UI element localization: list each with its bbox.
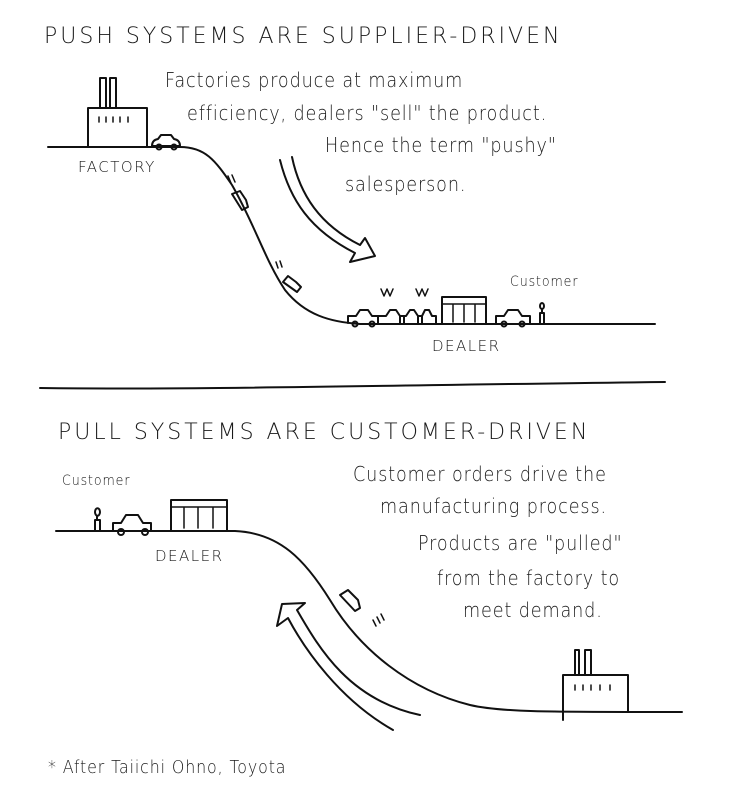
pull-text-line-4: from the factory to (437, 566, 620, 590)
pull-heading: PULL SYSTEMS ARE CUSTOMER-DRIVEN (58, 420, 591, 445)
push-customer-label: Customer (510, 274, 579, 290)
push-factory-icon (87, 77, 148, 148)
push-car-descending-2-icon (275, 260, 302, 293)
push-heading: PUSH SYSTEMS ARE SUPPLIER-DRIVEN (44, 24, 563, 49)
dealer-cars-queue-icon (347, 288, 437, 328)
pull-customer-label: Customer (62, 473, 131, 489)
push-customer-figure-icon (539, 302, 545, 324)
push-arrow-icon (279, 156, 376, 263)
pull-dealer-building-icon (170, 499, 228, 532)
pull-car-climbing-icon (339, 589, 385, 627)
pull-text-line-1: Customer orders drive the (353, 462, 607, 486)
pull-text-line-3: Products are "pulled" (418, 531, 623, 555)
push-dealer-label: DEALER (432, 337, 501, 355)
push-text-line-2: efficiency, dealers "sell" the product. (187, 101, 548, 125)
push-car-descending-1-icon (227, 174, 249, 211)
pull-factory-icon (562, 649, 629, 721)
push-text-line-3: Hence the term "pushy" (325, 133, 557, 157)
pull-customer-figure-icon (94, 507, 101, 531)
push-dealer-building-icon (441, 296, 487, 325)
footnote: * After Taiichi Ohno, Toyota (48, 757, 287, 778)
push-customer-car-icon (495, 309, 531, 328)
factory-label: FACTORY (78, 158, 156, 176)
pull-dealer-label: DEALER (155, 547, 224, 565)
push-text-line-4: salesperson. (345, 172, 467, 196)
pull-text-line-5: meet demand. (463, 598, 603, 622)
push-text-line-1: Factories produce at maximum (165, 68, 464, 92)
push-ground-line (47, 146, 656, 325)
pull-text-line-2: manufacturing process. (380, 494, 607, 518)
pull-arrow-icon (276, 602, 421, 731)
pull-ground-line (55, 530, 683, 713)
section-divider (39, 381, 666, 390)
